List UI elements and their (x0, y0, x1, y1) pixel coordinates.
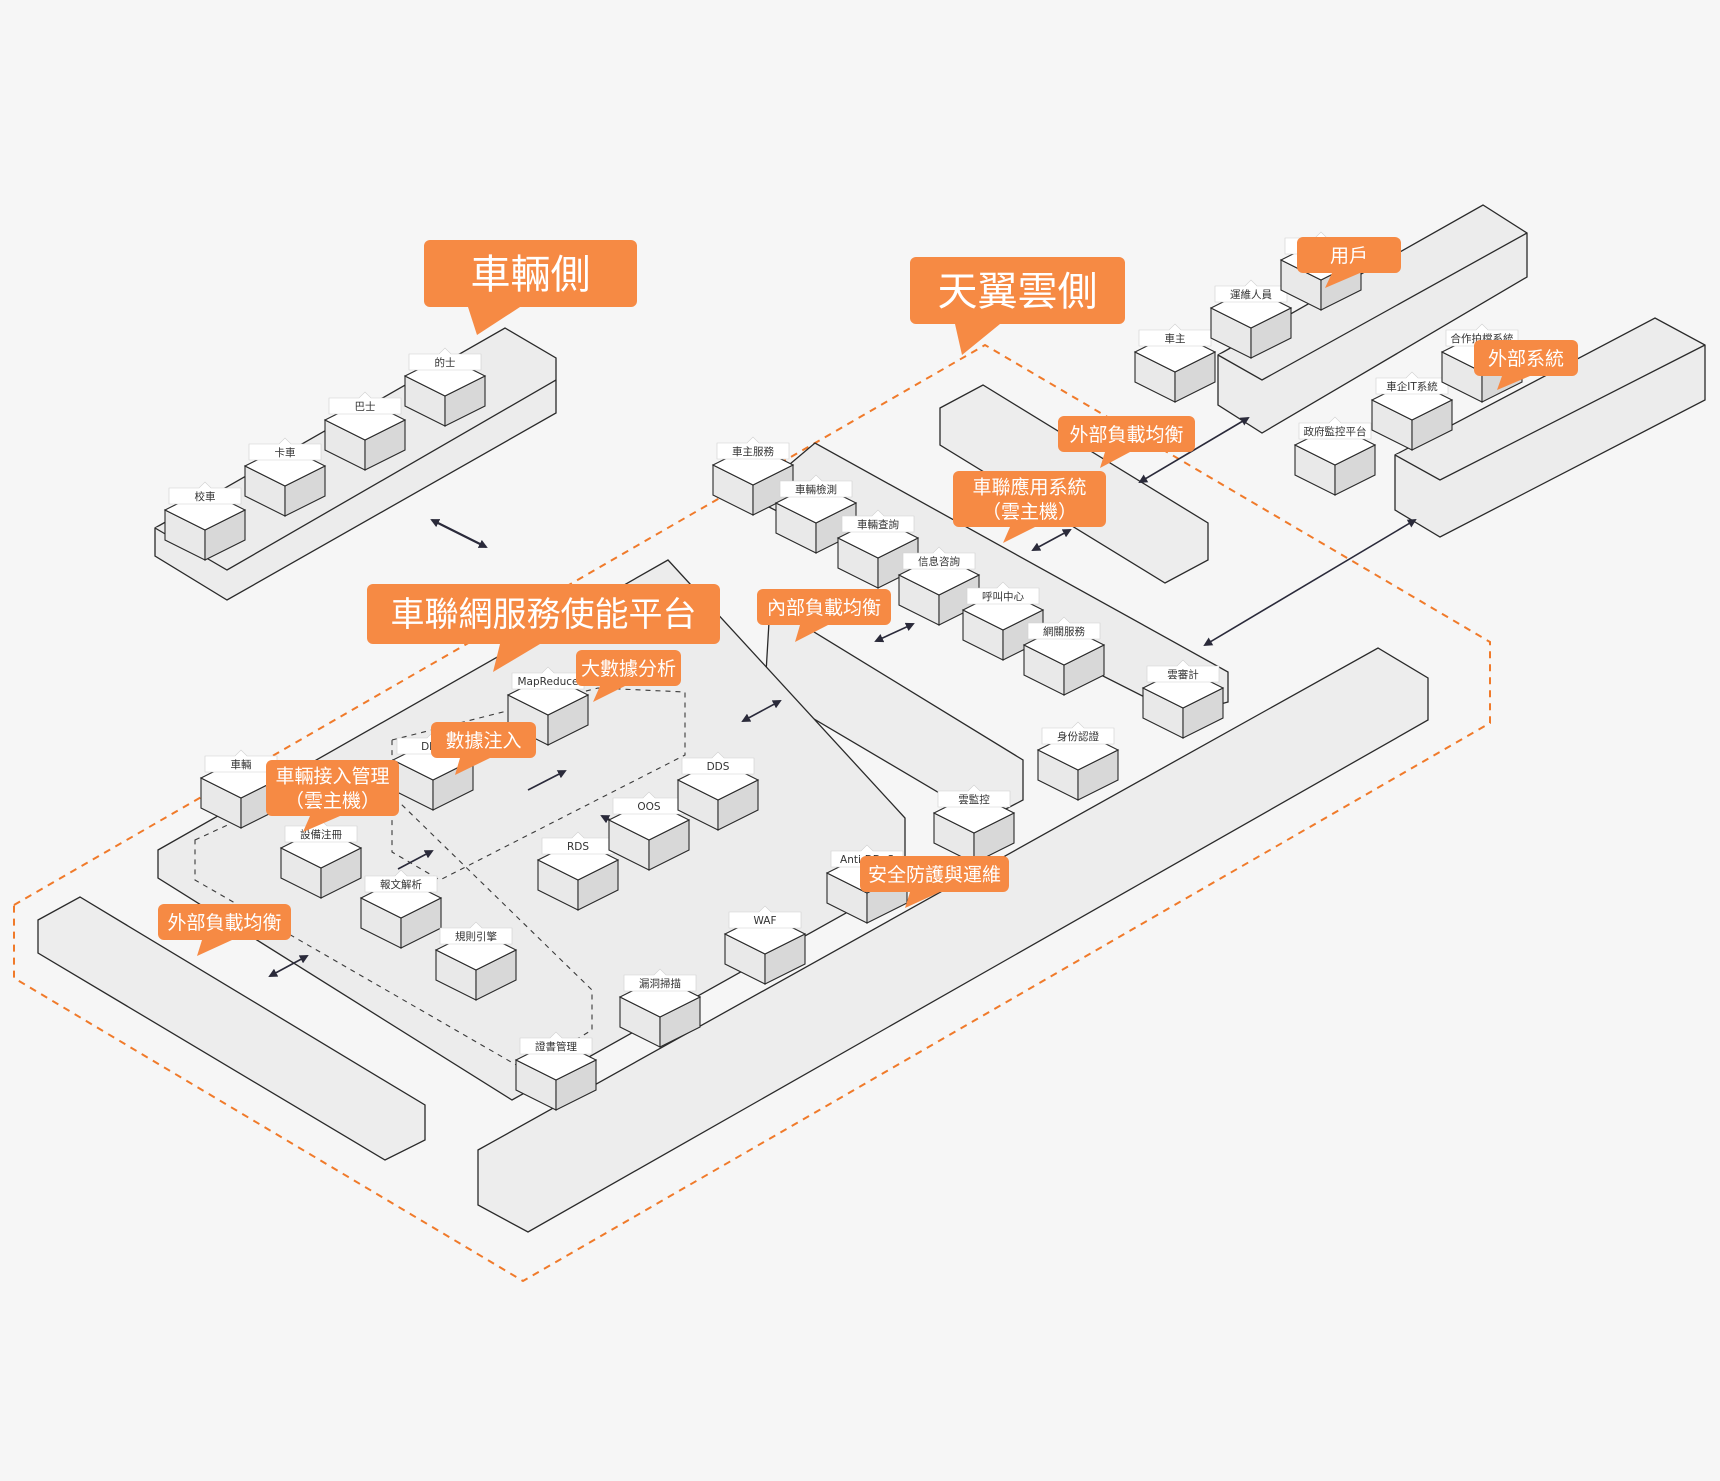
callout-big-data-text: 大數據分析 (581, 658, 676, 680)
cube-cloud-monitor: 雲監控 (932, 784, 1016, 864)
cube-ops-staff: 運維人員 (1209, 279, 1293, 359)
cube-vehicle-query-label: 車輛查詢 (857, 518, 899, 531)
security-lane (477, 647, 1429, 1233)
cube-vuln-scan: 漏洞掃描 (618, 968, 702, 1048)
cube-mapreduce: MapReduce (506, 666, 590, 746)
cube-info-consult-label: 信息咨詢 (918, 555, 960, 568)
external-systems-platform (1394, 317, 1706, 538)
callout-external-lb-top-text: 外部負載均衡 (1069, 424, 1183, 446)
callout-external-lb-top: 外部負載均衡 (1058, 416, 1195, 468)
cube-waf: WAF (723, 905, 807, 985)
cube-bus: 巴士 (323, 391, 407, 471)
callout-internal-lb: 內部負載均衡 (757, 589, 891, 642)
cube-car-owner-label: 車主 (1165, 332, 1186, 345)
cube-car-owner: 車主 (1133, 323, 1217, 403)
callout-vehicle-access-line: 車輛接入管理 (275, 765, 389, 787)
cube-vehicle-label: 車輛 (231, 758, 252, 771)
callout-vehicle-app: 車聯應用系統 （雲主機） (953, 471, 1106, 543)
callout-platform-text: 車聯網服務使能平台 (391, 595, 697, 635)
cube-vehicle-query: 車輛查詢 (836, 509, 920, 589)
bigdata-region (391, 687, 686, 881)
callout-external-systems-text: 外部系統 (1488, 348, 1564, 370)
cube-mapreduce-label: MapReduce (518, 676, 579, 688)
cube-gateway-service-label: 網關服務 (1043, 625, 1085, 638)
callout-external-lb-left: 外部負載均衡 (158, 904, 291, 956)
cube-dms: DMS (391, 731, 475, 811)
cube-oem-it: 車企IT系統 (1370, 371, 1454, 451)
users-platform (1217, 204, 1528, 434)
callout-vehicle-access: 車輛接入管理 （雲主機） (266, 760, 399, 832)
cube-taxi: 的士 (403, 347, 487, 427)
cube-ops-staff-label: 運維人員 (1230, 288, 1272, 301)
cloud-boundary (13, 343, 1491, 1283)
callout-big-data: 大數據分析 (576, 650, 681, 702)
cube-cloud-audit-label: 雲審計 (1167, 668, 1199, 681)
cube-packet-parse: 報文解析 (359, 869, 443, 949)
callout-data-inject: 數據注入 (431, 722, 536, 775)
cube-cert-mgmt-label: 證書管理 (535, 1040, 577, 1053)
callout-cloud-side-text: 天翼雲側 (938, 269, 1098, 315)
cube-call-center: 呼叫中心 (961, 581, 1045, 661)
cube-cloud-audit: 雲審計 (1141, 659, 1225, 739)
cube-rule-engine-label: 規則引擎 (455, 930, 497, 943)
cube-vuln-scan-label: 漏洞掃描 (639, 977, 681, 990)
cube-gov-monitoring-label: 政府監控平台 (1304, 425, 1367, 438)
callout-internal-lb-text: 內部負載均衡 (767, 597, 881, 619)
cube-rds: RDS (536, 831, 620, 911)
external-lb-left-lane (37, 896, 426, 1161)
cube-dds-label: DDS (707, 761, 730, 773)
cube-gateway-service: 網關服務 (1022, 616, 1106, 696)
cube-device-register-label: 設備注冊 (300, 828, 342, 841)
cube-owner-service-label: 車主服務 (732, 445, 774, 458)
cube-taxi-label: 的士 (435, 356, 456, 369)
callout-vehicle-side: 車輛側 (424, 240, 637, 335)
cube-oem-it-label: 車企IT系統 (1386, 380, 1438, 393)
cube-rds-label: RDS (567, 841, 589, 853)
cube-device-register: 設備注冊 (279, 819, 363, 899)
cube-info-consult: 信息咨詢 (897, 546, 981, 626)
cube-vehicle-inspection: 車輛檢測 (774, 474, 858, 554)
cube-gov-monitoring: 政府監控平台 (1293, 416, 1377, 496)
cube-waf-label: WAF (753, 915, 776, 927)
cube-cloud-monitor-label: 雲監控 (958, 793, 990, 806)
callout-security-text: 安全防護與運維 (868, 864, 1001, 886)
cube-truck-label: 卡車 (275, 446, 296, 459)
cube-school-bus-label: 校車 (195, 490, 216, 503)
cube-packet-parse-label: 報文解析 (380, 878, 422, 891)
callout-vehicle-side-text: 車輛側 (471, 252, 591, 298)
cube-vehicle-inspection-label: 車輛檢測 (795, 483, 837, 496)
cube-cert-mgmt: 證書管理 (514, 1031, 598, 1111)
callouts: 車輛側天翼雲側車聯網服務使能平台外部負載均衡車聯應用系統（雲主機）內部負載均衡大… (158, 237, 1578, 956)
callout-security: 安全防護與運維 (860, 856, 1009, 908)
callout-vehicle-app-line: 車聯應用系統 (972, 475, 1086, 498)
cube-oos: OOS (607, 791, 691, 871)
cube-call-center-label: 呼叫中心 (982, 590, 1024, 603)
cube-dds: DDS (676, 751, 760, 831)
callout-cloud-side: 天翼雲側 (910, 257, 1125, 355)
callout-vehicle-app-line: （雲主機） (982, 501, 1077, 523)
callout-data-inject-text: 數據注入 (445, 730, 521, 752)
callout-platform: 車聯網服務使能平台 (367, 584, 720, 672)
cube-oos-label: OOS (637, 801, 661, 813)
cube-owner-service: 車主服務 (711, 436, 795, 516)
callout-users: 用戶 (1297, 237, 1401, 288)
callout-users-text: 用戶 (1330, 245, 1368, 267)
cube-rule-engine: 規則引擎 (434, 921, 518, 1001)
cube-identity-auth-label: 身份認證 (1057, 730, 1099, 743)
callout-external-lb-left-text: 外部負載均衡 (167, 912, 281, 934)
cube-identity-auth: 身份認證 (1036, 721, 1120, 801)
callout-external-systems: 外部系統 (1474, 340, 1578, 390)
cube-truck: 卡車 (243, 437, 327, 517)
cube-school-bus: 校車 (163, 481, 247, 561)
callout-vehicle-access-line: （雲主機） (285, 790, 380, 812)
cube-bus-label: 巴士 (355, 400, 376, 413)
